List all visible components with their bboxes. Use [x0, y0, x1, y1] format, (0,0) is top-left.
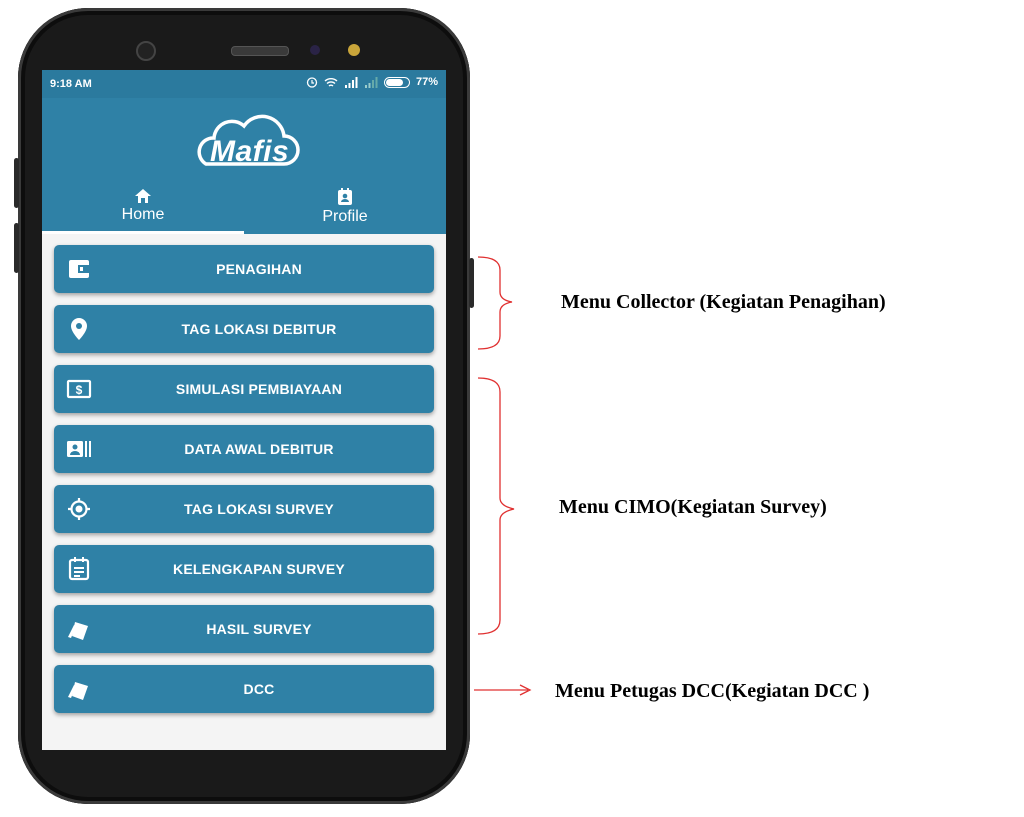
annotation-cimo: Menu CIMO(Kegiatan Survey)	[559, 496, 827, 518]
cloud-logo-icon	[197, 114, 300, 166]
status-icons: 77%	[306, 76, 438, 88]
cimo-bracket	[477, 377, 515, 635]
app-screen: 9:18 AM 77% Mafis Home Profile	[42, 70, 446, 750]
menu-tag-lokasi-debitur-button[interactable]: TAG LOKASI DEBITUR	[54, 305, 434, 353]
battery-icon	[383, 76, 410, 88]
tab-home-label: Home	[121, 206, 165, 223]
menu-label: DATA AWAL DEBITUR	[184, 441, 334, 457]
profile-badge-icon	[338, 188, 352, 205]
cards-icon	[68, 682, 88, 700]
menu-dcc-button[interactable]: DCC	[54, 665, 434, 713]
gps-target-icon	[68, 498, 90, 520]
menu-penagihan-button[interactable]: PENAGIHAN	[54, 245, 434, 293]
collector-bracket	[477, 256, 513, 350]
menu-label: DCC	[243, 681, 275, 697]
menu-kelengkapan-survey-button[interactable]: KELENGKAPAN SURVEY	[54, 545, 434, 593]
power-button	[469, 258, 474, 308]
volume-button	[14, 158, 19, 208]
earpiece-speaker	[231, 46, 289, 56]
menu-label: PENAGIHAN	[216, 261, 302, 277]
sensor-icon	[310, 45, 320, 55]
menu-label: HASIL SURVEY	[206, 621, 312, 637]
tab-profile[interactable]: Profile	[244, 184, 446, 234]
dcc-arrow	[474, 684, 532, 696]
status-bar: 9:18 AM 77%	[42, 70, 446, 98]
wallet-icon	[69, 260, 89, 278]
event-note-icon	[68, 557, 90, 581]
id-card-icon	[67, 441, 91, 457]
menu-label: TAG LOKASI DEBITUR	[181, 321, 337, 337]
status-time: 9:18 AM	[50, 78, 92, 90]
annotation-collector: Menu Collector (Kegiatan Penagihan)	[561, 291, 886, 313]
tab-profile-label: Profile	[322, 208, 368, 225]
front-camera-icon	[136, 41, 156, 61]
phone-frame: 9:18 AM 77% Mafis Home Profile	[14, 8, 474, 804]
home-icon	[135, 189, 151, 203]
app-header: Mafis Home Profile	[42, 98, 446, 234]
wifi-icon	[324, 77, 338, 87]
menu-simulasi-pembiayaan-button[interactable]: $ SIMULASI PEMBIAYAAN	[54, 365, 434, 413]
signal-icon	[344, 76, 358, 88]
flash-icon	[348, 44, 360, 56]
menu-hasil-survey-button[interactable]: HASIL SURVEY	[54, 605, 434, 653]
svg-text:$: $	[76, 383, 83, 397]
tab-home[interactable]: Home	[42, 184, 244, 234]
volume-button-lower	[14, 223, 19, 273]
annotation-dcc: Menu Petugas DCC(Kegiatan DCC )	[555, 680, 870, 702]
menu-label: SIMULASI PEMBIAYAAN	[175, 381, 343, 397]
cards-icon	[68, 622, 88, 640]
alarm-icon	[306, 77, 318, 88]
menu-data-awal-debitur-button[interactable]: DATA AWAL DEBITUR	[54, 425, 434, 473]
menu-label: TAG LOKASI SURVEY	[184, 501, 334, 517]
battery-percent: 77%	[415, 76, 438, 88]
brand-logo: Mafis	[210, 135, 290, 168]
location-pin-icon	[71, 318, 87, 340]
signal-weak-icon	[364, 76, 378, 88]
menu-label: KELENGKAPAN SURVEY	[173, 561, 345, 577]
menu-tag-lokasi-survey-button[interactable]: TAG LOKASI SURVEY	[54, 485, 434, 533]
money-icon: $	[66, 379, 92, 399]
active-tab-indicator	[42, 231, 244, 234]
